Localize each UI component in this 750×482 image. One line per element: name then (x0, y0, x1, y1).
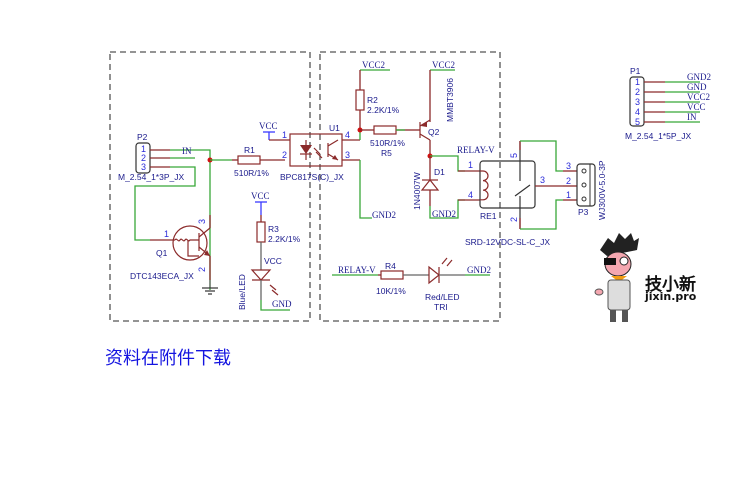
input-section-box (109, 51, 311, 322)
r3-ref: R3 (268, 224, 279, 234)
q1-pin-2: 2 (197, 267, 207, 272)
mascot-icon (594, 233, 639, 322)
blue-led-branch: VCC R3 2.2K/1% VCC GND Blue/LED (237, 191, 301, 311)
logo-title: 技小新 (645, 275, 696, 295)
u1-pin-2: 2 (282, 150, 287, 160)
red-led-value: Red/LED (425, 292, 460, 302)
u1-net-vcc: VCC (259, 121, 278, 131)
r3-value: 2.2K/1% (268, 234, 301, 244)
q1-pin-1: 1 (164, 229, 169, 239)
r2-net-vcc2: VCC2 (362, 60, 385, 70)
r1-ref: R1 (244, 145, 255, 155)
q2-ref: Q2 (428, 127, 440, 137)
connector-p2: P2 1 2 3 M_2.54_1*3P_JX (118, 132, 184, 182)
re1-pin-3: 3 (540, 175, 545, 185)
re1-value: SRD-12VDC-SL-C_JX (465, 237, 550, 247)
transistor-q1: 1 2 3 Q1 DTC143ECA_JX (130, 215, 218, 295)
connector-p1: P1 1 2 3 4 5 GND2 GND VCC2 VCC IN M_2.54… (625, 66, 711, 141)
q1-ref: Q1 (156, 248, 168, 258)
u1-pin-3: 3 (345, 150, 350, 160)
re1-pin-1: 1 (468, 160, 473, 170)
net-label-relay-v: RELAY-V (457, 145, 495, 155)
r2-ref: R2 (367, 95, 378, 105)
r4-value: 10K/1% (376, 286, 406, 296)
re1-pin-2: 2 (509, 217, 519, 222)
u1-net-gnd2: GND2 (372, 210, 396, 220)
p2-pin-1: 1 (141, 144, 146, 154)
re1-ref: RE1 (480, 211, 497, 221)
p2-pin-2: 2 (141, 153, 146, 163)
p1-net-4: VCC (687, 102, 706, 112)
q1-value: DTC143ECA_JX (130, 271, 194, 281)
r4-net-gnd2: GND2 (467, 265, 491, 275)
p1-net-1: GND2 (687, 72, 711, 82)
p3-pin-3: 3 (566, 161, 571, 171)
p1-net-5: IN (687, 112, 697, 122)
p2-value: M_2.54_1*3P_JX (118, 172, 184, 182)
p1-pin-1: 1 (635, 77, 640, 87)
r5-value: 510R/1% (370, 138, 405, 148)
p3-ref: P3 (578, 207, 589, 217)
p1-net-3: VCC2 (687, 92, 710, 102)
resistor-r5: 510R/1% R5 (360, 125, 410, 158)
download-note: 资料在附件下载 (105, 348, 231, 369)
resistor-r2: VCC2 R2 2.2K/1% (355, 60, 400, 130)
net-label-in: IN (182, 146, 192, 156)
r2-value: 2.2K/1% (367, 105, 400, 115)
p3-pin-2: 2 (566, 176, 571, 186)
q1-pin-3: 3 (197, 219, 207, 224)
net-label-gnd: GND (272, 299, 292, 309)
d1-net-gnd2: GND2 (432, 209, 456, 219)
p1-pin-2: 2 (635, 87, 640, 97)
relay-section-box (319, 51, 501, 322)
p1-pin-5: 5 (635, 117, 640, 127)
blue-led-value: Blue/LED (237, 274, 247, 310)
resistor-r1: R1 510R/1% (232, 145, 285, 178)
re1-pin-5: 5 (509, 153, 519, 158)
p2-ref: P2 (137, 132, 148, 142)
r4-net-relay-v: RELAY-V (338, 265, 376, 275)
p3-pin-1: 1 (566, 190, 571, 200)
u1-pin-4: 4 (345, 130, 350, 140)
led-net-vcc: VCC (264, 256, 282, 266)
red-led-branch: RELAY-V R4 10K/1% GND2 Red/LED TRI (332, 257, 491, 312)
p1-pin-4: 4 (635, 107, 640, 117)
r5-ref: R5 (381, 148, 392, 158)
u1-ref: U1 (329, 123, 340, 133)
red-led-ref: TRI (434, 302, 448, 312)
q2-net-vcc2: VCC2 (432, 60, 455, 70)
p3-value: WJ300V-5.0-3P (597, 160, 607, 220)
q2-value: MMBT3906 (445, 78, 455, 122)
d1-ref: D1 (434, 167, 445, 177)
p1-value: M_2.54_1*5P_JX (625, 131, 691, 141)
optocoupler-u1: VCC 1 2 3 4 U1 BPC817S(C)_JX (259, 121, 360, 182)
u1-value: BPC817S(C)_JX (280, 172, 344, 182)
logo-url: jixin.pro (645, 290, 697, 303)
u1-pin-1: 1 (282, 130, 287, 140)
d1-value: 1N4007W (412, 172, 422, 210)
re1-pin-4: 4 (468, 190, 473, 200)
transistor-q2: VCC2 Q2 MMBT3906 (410, 60, 455, 156)
p1-ref: P1 (630, 66, 641, 76)
p1-net-2: GND (687, 82, 707, 92)
diode-d1: GND2 D1 1N4007W (412, 156, 465, 219)
net-label-vcc: VCC (251, 191, 270, 201)
r1-value: 510R/1% (234, 168, 269, 178)
r4-ref: R4 (385, 261, 396, 271)
p1-pin-3: 3 (635, 97, 640, 107)
terminal-p3: 3 2 1 P3 WJ300V-5.0-3P (563, 160, 607, 220)
relay-re1: 1 4 5 3 2 RE1 SRD-12VDC-SL-C_JX (458, 140, 563, 247)
p2-pin-3: 3 (141, 162, 146, 172)
